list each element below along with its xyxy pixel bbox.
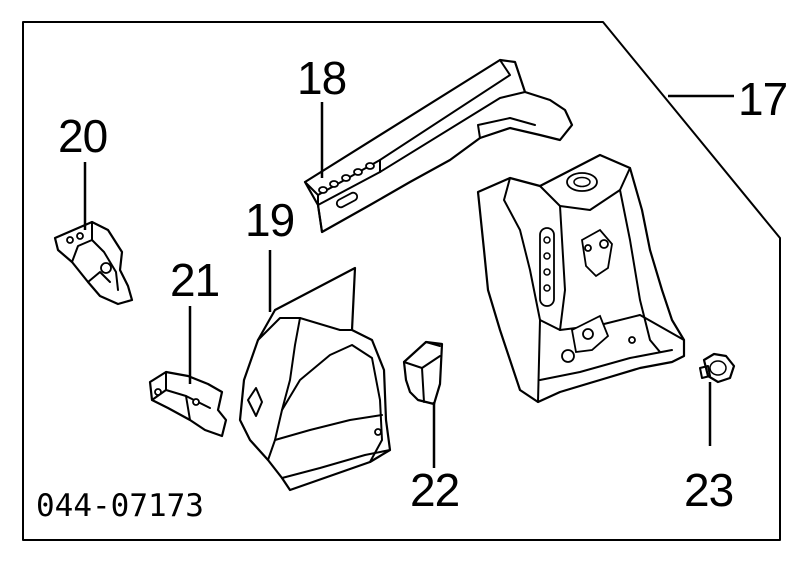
part-17-inner-panel (476, 153, 686, 404)
callout-20: 20 (58, 110, 107, 162)
part-20-bracket (53, 220, 134, 306)
part-18-rail (303, 58, 574, 234)
callout-19: 19 (245, 194, 294, 246)
part-19-panel (238, 266, 392, 492)
callout-21: 21 (170, 254, 219, 306)
callout-17: 17 (738, 73, 787, 125)
diagram-frame (22, 21, 781, 541)
part-21-bracket (148, 370, 228, 438)
callout-18: 18 (297, 52, 346, 104)
diagram-code: 044-07173 (36, 488, 204, 524)
callout-23: 23 (684, 464, 733, 516)
callout-22: 22 (410, 464, 459, 516)
part-22-piece (402, 340, 444, 406)
part-23-clip (699, 352, 736, 384)
